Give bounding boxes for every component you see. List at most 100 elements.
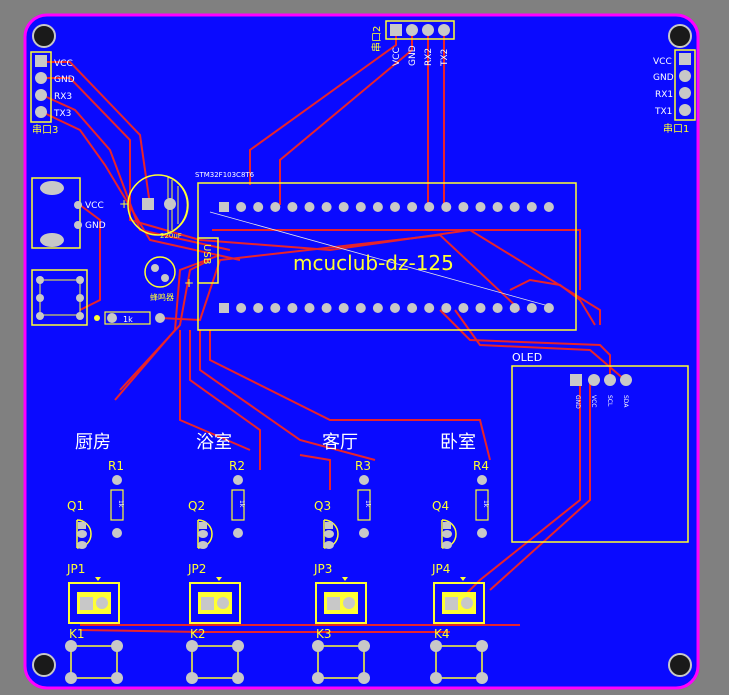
header-right-pin-3: RX1 <box>655 90 673 100</box>
header-left-pin-1: VCC <box>54 59 73 69</box>
terminal-pad <box>343 597 355 609</box>
header-right-label: 串口1 <box>663 123 689 135</box>
resistor-value: 1k <box>238 500 245 508</box>
terminal-block <box>433 582 485 624</box>
resistor-value: 1k <box>117 500 124 508</box>
resistor-main: 1k <box>94 311 165 325</box>
transistor-pad <box>443 522 451 529</box>
mcu-pin <box>236 202 247 212</box>
terminal-pad <box>461 597 473 609</box>
transistor-pad <box>77 530 87 538</box>
mcu-pin <box>543 303 554 313</box>
header-left-pin-4: TX3 <box>53 109 71 119</box>
header-right-pin-2: GND <box>653 73 674 83</box>
header-top-serial2: VCC GND RX2 TX2 串口2 <box>371 20 455 67</box>
header-left-pin-2: GND <box>54 75 75 85</box>
mcu-pin <box>441 202 452 212</box>
terminal-pad <box>201 597 214 610</box>
switch-pad <box>476 672 488 684</box>
switch-pad <box>65 640 77 652</box>
mcu-pin <box>509 202 520 212</box>
power-jack-pin-vcc: VCC <box>85 201 104 211</box>
board-title: mcuclub-dz-125 <box>293 251 454 275</box>
resistor-body <box>110 489 124 521</box>
mcu-pin <box>287 303 298 313</box>
header-top-label: 串口2 <box>371 26 383 52</box>
resistor-label: R2 <box>229 459 245 473</box>
mcu-pins-top <box>219 202 554 212</box>
switch-label: K1 <box>69 627 85 641</box>
terminal-label: JP2 <box>187 562 206 576</box>
mcu-pin <box>372 303 383 313</box>
transistor-label: Q1 <box>67 499 84 513</box>
header-right-serial1: VCC GND RX1 TX1 串口1 <box>653 49 696 135</box>
resistor-pad <box>233 475 243 485</box>
transistor-label: Q3 <box>314 499 331 513</box>
switch-pad <box>312 640 324 652</box>
resistor-body <box>475 489 489 521</box>
header-right-pin-1: VCC <box>653 57 672 67</box>
terminal-block <box>315 582 367 624</box>
oled-pin-4: SDA <box>622 395 629 408</box>
switch-label: K3 <box>316 627 332 641</box>
mcu-pin <box>407 202 418 212</box>
mcu-header-label: STM32F103C8T6 <box>195 171 255 179</box>
mcu-pin <box>407 303 418 313</box>
transistor-pad <box>324 541 334 549</box>
mounting-holes <box>32 24 692 677</box>
buzzer-plus: + <box>184 276 194 290</box>
pcb-board <box>23 13 700 690</box>
mcu-pin <box>219 202 229 212</box>
oled-pin-3: SCL <box>606 395 613 407</box>
room-channels: 厨房R11kQ1JP1K1浴室R21kQ2JP2K2客厅R31kQ3JP3K3卧… <box>65 432 489 684</box>
power-jack: VCC GND <box>31 177 106 249</box>
terminal-pad <box>80 597 93 610</box>
switch-pad <box>430 672 442 684</box>
buzzer: + 蜂鸣器 <box>144 256 194 302</box>
resistor-pad <box>112 475 122 485</box>
terminal-pad <box>445 597 458 610</box>
terminal-label: JP4 <box>431 562 450 576</box>
mcu-pins-bottom <box>219 303 554 313</box>
resistor-body <box>357 489 371 521</box>
switch-label: K2 <box>190 627 206 641</box>
mcu-pin <box>304 303 315 313</box>
transistor-pad <box>442 541 452 549</box>
switch-pad <box>111 640 123 652</box>
mcu-pin <box>355 202 366 212</box>
mcu-pin <box>492 303 503 313</box>
mcu-pin <box>321 303 332 313</box>
terminal-label: JP3 <box>313 562 332 576</box>
mcu-pin <box>390 202 400 212</box>
resistor-label: R4 <box>473 459 489 473</box>
resistor-body <box>231 489 245 521</box>
resistor-pad <box>359 475 369 485</box>
room-name: 厨房 <box>75 432 111 453</box>
transistor-label: Q4 <box>432 499 449 513</box>
mcu-pin <box>253 303 264 313</box>
resistor-value: 1k <box>364 500 371 508</box>
transistor-pad <box>325 522 333 529</box>
mcu-pin <box>338 202 349 212</box>
mcu-module: STM32F103C8T6 mcuclub-dz-125 <box>195 171 577 331</box>
resistor-label: R1 <box>108 459 124 473</box>
resistor-pad <box>477 528 487 538</box>
transistor-label: Q2 <box>188 499 205 513</box>
buzzer-label: 蜂鸣器 <box>150 292 174 302</box>
mcu-pin <box>304 202 315 212</box>
header-top-pin-3: RX2 <box>424 48 434 66</box>
mcu-pin <box>475 202 486 212</box>
mcu-pin <box>219 303 229 313</box>
usb-label: USB <box>201 244 212 265</box>
transistor-pad <box>78 522 86 529</box>
room-name: 浴室 <box>196 432 232 453</box>
header-top-pin-2: GND <box>408 45 418 66</box>
mcu-pin <box>270 303 281 313</box>
mcu-pin <box>441 303 452 313</box>
transistor-pad <box>198 541 208 549</box>
copper-traces <box>41 30 626 633</box>
mcu-pin <box>526 202 537 212</box>
